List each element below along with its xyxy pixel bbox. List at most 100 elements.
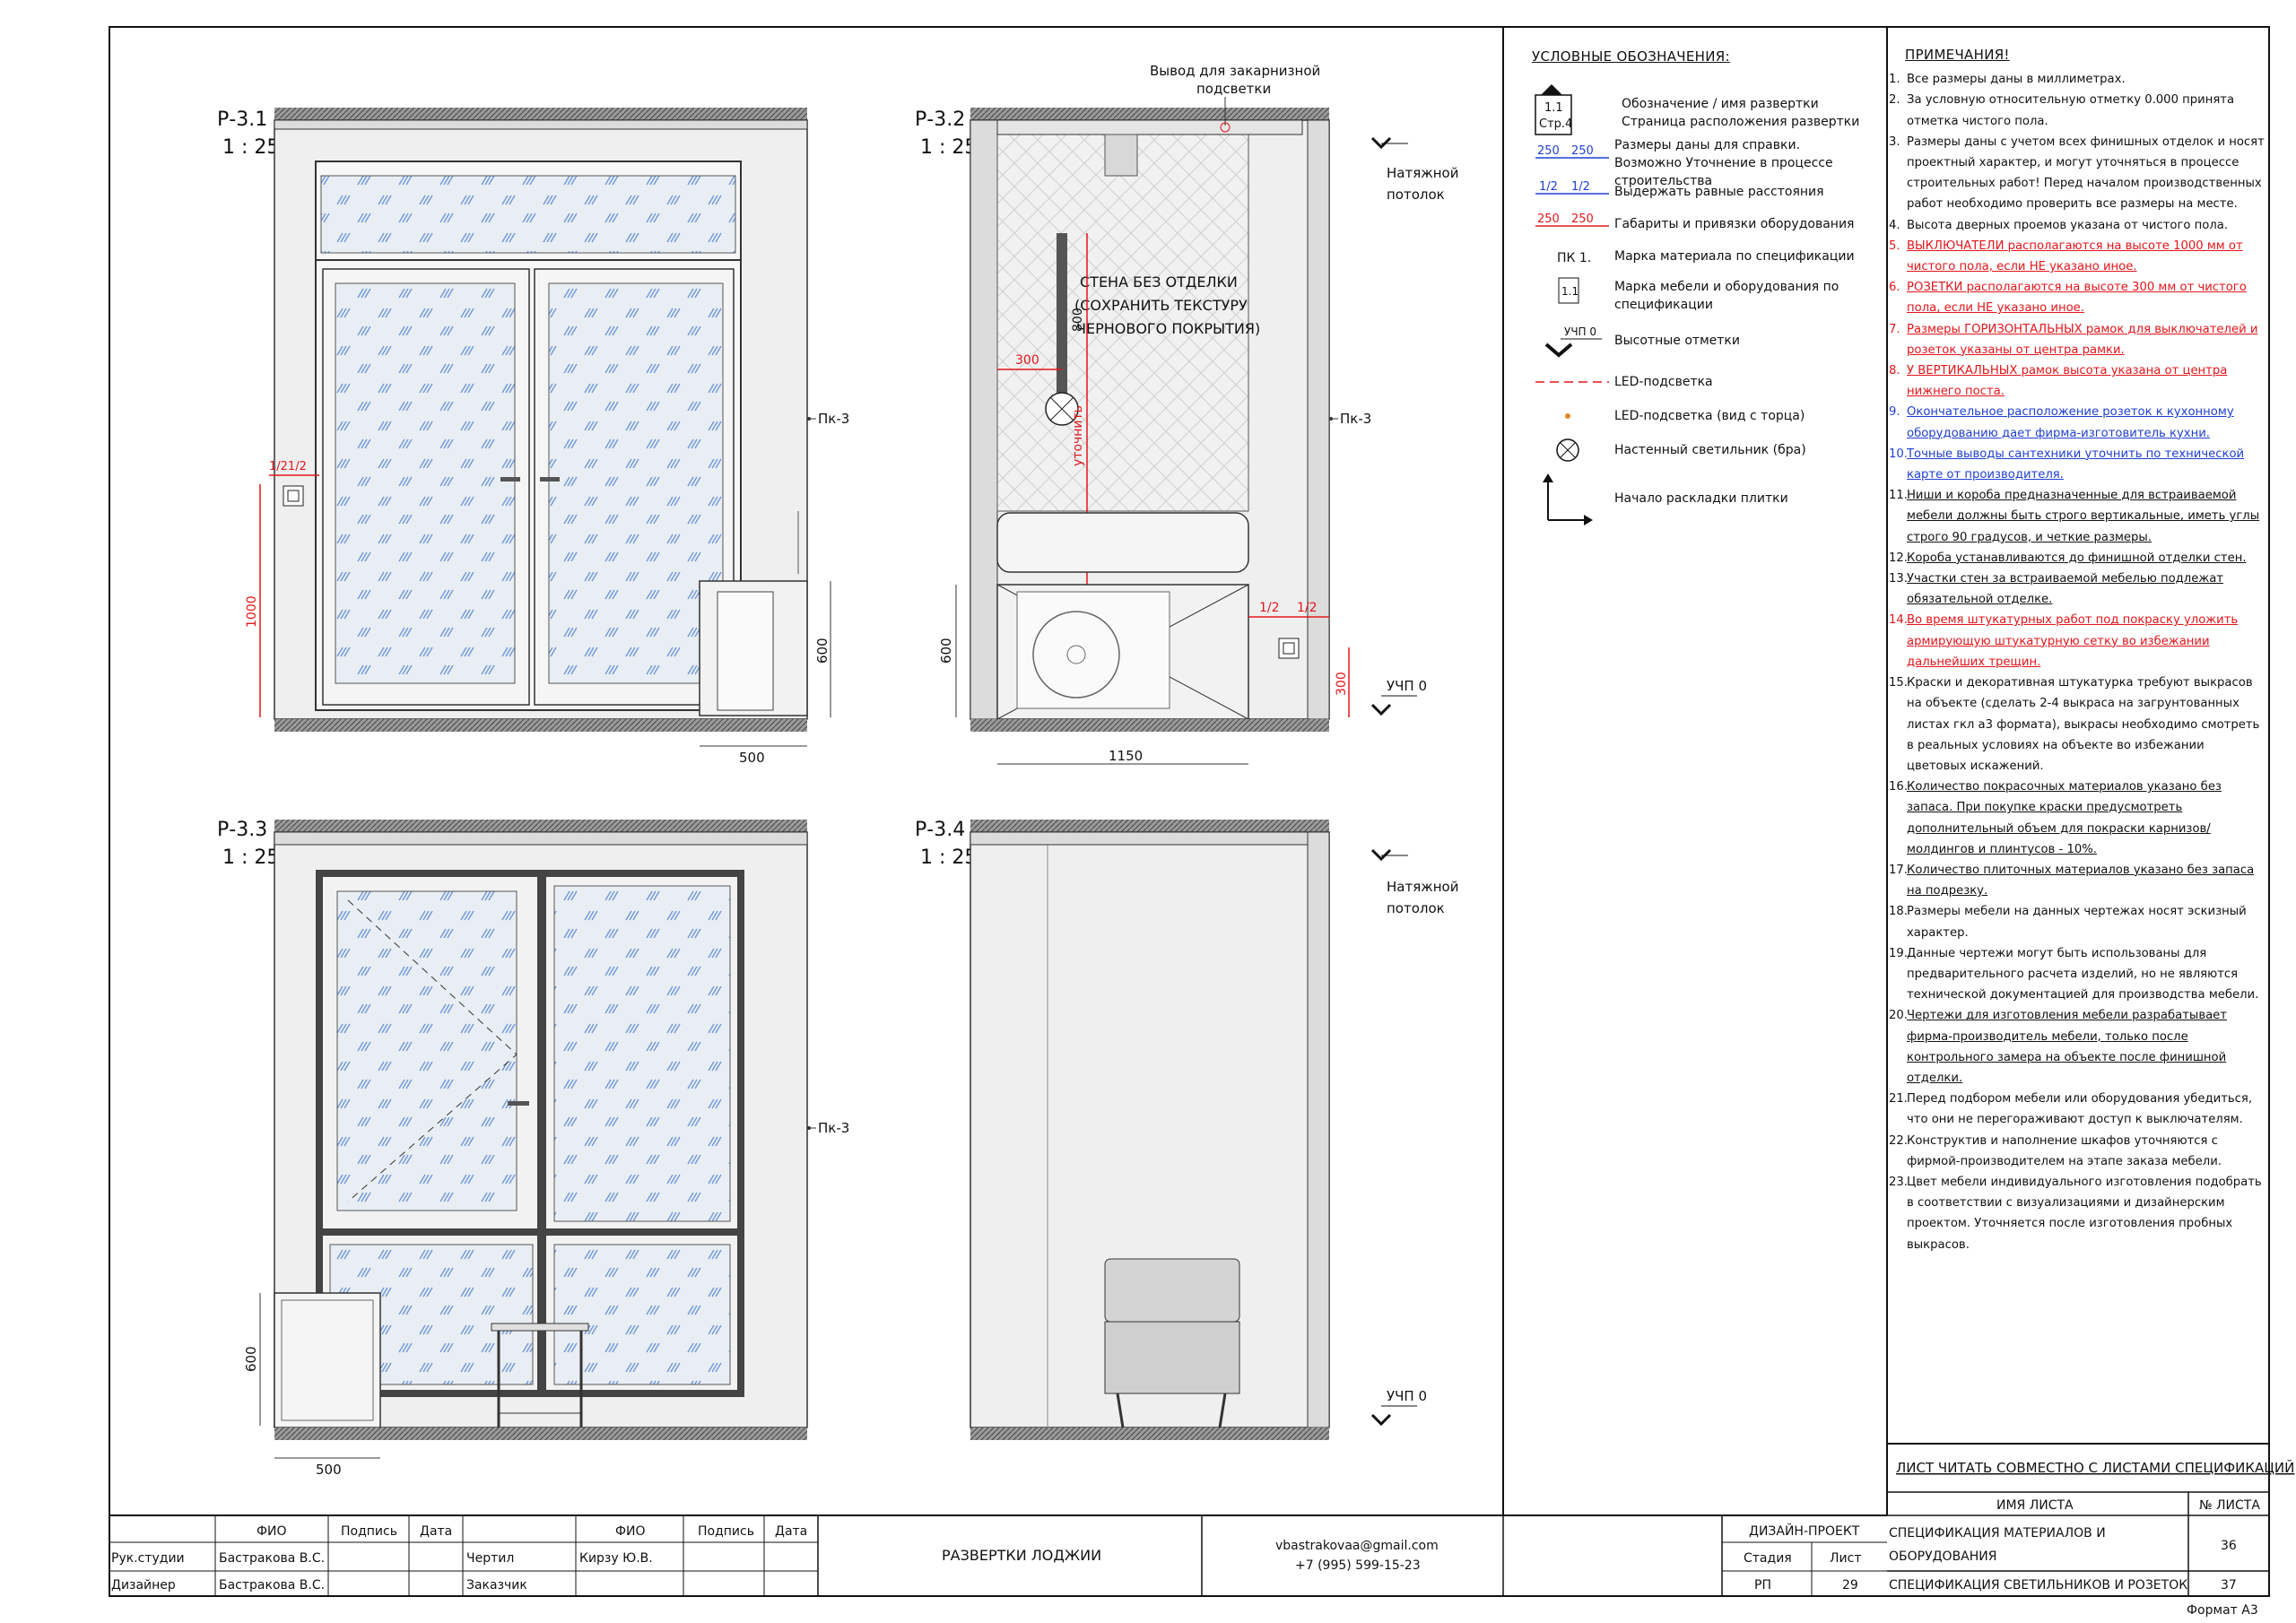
note-number: 16. [1889, 780, 1908, 794]
note-number: 20. [1889, 1009, 1908, 1023]
note-number: 15. [1889, 676, 1908, 690]
note-number: 11. [1889, 489, 1908, 503]
note-text: Количество покрасочных материалов указан… [1907, 780, 2222, 856]
svg-text:Р-3.2: Р-3.2 [915, 108, 965, 131]
svg-text:250: 250 [1571, 144, 1594, 158]
svg-text:Подпись: Подпись [698, 1524, 754, 1539]
svg-text:ЧЕРНОВОГО ПОКРЫТИЯ): ЧЕРНОВОГО ПОКРЫТИЯ) [1076, 320, 1260, 337]
note-text: За условную относительную отметку 0.000 … [1907, 93, 2235, 128]
note-text: Размеры даны с учетом всех финишных отде… [1907, 135, 2265, 212]
svg-text:(СОХРАНИТЬ ТЕКСТУРУ: (СОХРАНИТЬ ТЕКСТУРУ [1074, 297, 1248, 314]
svg-text:1/21/2: 1/21/2 [269, 460, 307, 473]
note-number: 19. [1889, 946, 1908, 960]
svg-text:Дата: Дата [420, 1524, 452, 1539]
svg-text:37: 37 [2221, 1578, 2237, 1593]
svg-text:Чертил: Чертил [466, 1551, 514, 1566]
note-number: 7. [1889, 322, 1900, 336]
svg-text:1 : 25: 1 : 25 [222, 846, 279, 869]
svg-text:Натяжной: Натяжной [1387, 165, 1458, 181]
view-p34: Р-3.4 1 : 25 Натяжной потолок УЧП 0 [915, 819, 1458, 1440]
svg-text:Подпись: Подпись [341, 1524, 397, 1539]
note-text: Ниши и короба предназначенные для встраи… [1907, 489, 2260, 544]
view-p33: Р-3.3 1 : 25 600 500 Пк-3 [217, 819, 849, 1478]
svg-text:Заказчик: Заказчик [466, 1578, 527, 1593]
note-text: Высота дверных проемов указана от чистог… [1907, 218, 2229, 232]
svg-text:600: 600 [938, 638, 954, 664]
svg-text:ФИО: ФИО [257, 1524, 287, 1539]
legend-item: Выдержать равные расстояния [1614, 185, 1824, 199]
svg-text:РАЗВЕРТКИ ЛОДЖИИ: РАЗВЕРТКИ ЛОДЖИИ [942, 1547, 1101, 1564]
svg-text:1/2: 1/2 [1259, 601, 1280, 615]
view-p31: Р-3.1 1 : 25 1000 1/21/2 500 600 Пк- [217, 108, 849, 766]
legend-item: Начало раскладки плитки [1614, 491, 1788, 506]
svg-text:СТЕНА БЕЗ ОТДЕЛКИ: СТЕНА БЕЗ ОТДЕЛКИ [1080, 273, 1238, 291]
note-item: 10.Точные выводы сантехники уточнить по … [1889, 444, 2266, 485]
svg-text:vbastrakovaa@gmail.com: vbastrakovaa@gmail.com [1275, 1539, 1439, 1553]
note-item: 3. Размеры даны с учетом всех финишных от… [1889, 132, 2266, 215]
svg-text:300: 300 [1335, 672, 1349, 696]
note-text: Чертежи для изготовления мебели разрабат… [1907, 1009, 2227, 1085]
svg-text:1 : 25: 1 : 25 [920, 846, 977, 869]
note-number: 14. [1889, 613, 1908, 628]
svg-text:Р-3.4: Р-3.4 [915, 819, 965, 841]
svg-text:600: 600 [814, 638, 831, 664]
svg-text:СПЕЦИФИКАЦИЯ СВЕТИЛЬНИКОВ И РО: СПЕЦИФИКАЦИЯ СВЕТИЛЬНИКОВ И РОЗЕТОК [1889, 1578, 2187, 1593]
svg-text:Пк-3: Пк-3 [818, 411, 849, 427]
svg-text:СПЕЦИФИКАЦИЯ МАТЕРИАЛОВ И: СПЕЦИФИКАЦИЯ МАТЕРИАЛОВ И [1889, 1526, 2106, 1541]
svg-text:1000: 1000 [245, 595, 259, 628]
svg-text:300: 300 [1015, 353, 1039, 368]
note-item: 4.Высота дверных проемов указана от чист… [1889, 215, 2266, 236]
note-item: 21.Перед подбором мебели или оборудовани… [1889, 1089, 2266, 1130]
note-number: 9. [1889, 405, 1900, 420]
svg-text:подсветки: подсветки [1196, 81, 1271, 97]
svg-text:ЛИСТ ЧИТАТЬ СОВМЕСТНО С ЛИСТАМ: ЛИСТ ЧИТАТЬ СОВМЕСТНО С ЛИСТАМИ СПЕЦИФИК… [1896, 1459, 2294, 1476]
legend-item: Обозначение / имя развертки Страница рас… [1622, 97, 1860, 129]
legend-item: Настенный светильник (бра) [1614, 443, 1806, 457]
svg-text:Вывод для закарнизной: Вывод для закарнизной [1150, 63, 1320, 79]
note-number: 17. [1889, 863, 1908, 877]
note-item: 17.Количество плиточных материалов указа… [1889, 860, 2266, 901]
note-text: У ВЕРТИКАЛЬНЫХ рамок высота указана от ц… [1907, 364, 2228, 399]
note-number: 3. [1889, 135, 1900, 149]
legend-item: Марка мебели и оборудования по специфика… [1614, 280, 1839, 312]
legend-item: Размеры даны для справки. Возможно Уточн… [1614, 138, 1833, 188]
svg-text:1 : 25: 1 : 25 [222, 136, 279, 159]
note-text: ВЫКЛЮЧАТЕЛИ располагаются на высоте 1000… [1907, 239, 2243, 274]
svg-text:1.1: 1.1 [1544, 101, 1563, 115]
note-item: 1. Все размеры даны в миллиметрах. [1889, 69, 2266, 90]
svg-text:1150: 1150 [1109, 748, 1143, 764]
svg-text:Бастракова В.С.: Бастракова В.С. [219, 1578, 325, 1593]
note-text: Все размеры даны в миллиметрах. [1907, 73, 2126, 87]
svg-text:Лист: Лист [1830, 1551, 1861, 1566]
note-text: Конструктив и наполнение шкафов уточняют… [1907, 1133, 2222, 1168]
svg-text:+7 (995) 599-15-23: +7 (995) 599-15-23 [1295, 1558, 1421, 1573]
svg-text:1/2: 1/2 [1539, 180, 1558, 194]
svg-text:Стадия: Стадия [1744, 1551, 1792, 1566]
svg-text:Р-3.3: Р-3.3 [217, 819, 267, 841]
note-item: 11.Ниши и короба предназначенные для вст… [1889, 485, 2266, 548]
note-item: 15.Краски и декоративная штукатурка треб… [1889, 673, 2266, 777]
note-number: 18. [1889, 905, 1908, 919]
view-p32: Р-3.2 1 : 25 Вывод для закарнизной подсв… [915, 63, 1458, 765]
note-number: 2. [1889, 93, 1900, 108]
note-number: 1. [1889, 73, 1900, 87]
note-text: РОЗЕТКИ располагаются на высоте 300 мм о… [1907, 281, 2247, 316]
svg-text:250: 250 [1571, 213, 1594, 226]
legend-item: Габариты и привязки оборудования [1614, 217, 1855, 231]
notes-panel: ПРИМЕЧАНИЯ! 1.Все размеры даны в миллиме… [1889, 45, 2266, 1426]
note-item: 18.Размеры мебели на данных чертежах нос… [1889, 901, 2266, 942]
note-item: 9.Окончательное расположение розеток к к… [1889, 402, 2266, 443]
note-item: 16.Количество покрасочных материалов ука… [1889, 777, 2266, 860]
note-number: 21. [1889, 1092, 1908, 1107]
svg-text:Стр.4: Стр.4 [1539, 117, 1572, 131]
note-item: 23.Цвет мебели индивидуального изготовле… [1889, 1172, 2266, 1255]
note-text: Размеры мебели на данных чертежах носят … [1907, 905, 2247, 940]
svg-text:600: 600 [243, 1346, 259, 1372]
legend-title: УСЛОВНЫЕ ОБОЗНАЧЕНИЯ: [1532, 48, 1730, 65]
svg-text:1/2: 1/2 [1571, 180, 1590, 194]
svg-text:УЧП 0: УЧП 0 [1387, 678, 1427, 694]
note-item: 2. За условную относительную отметку 0.00… [1889, 90, 2266, 131]
legend-item: LED-подсветка [1614, 375, 1713, 389]
note-text: Данные чертежи могут быть использованы д… [1907, 946, 2259, 1002]
